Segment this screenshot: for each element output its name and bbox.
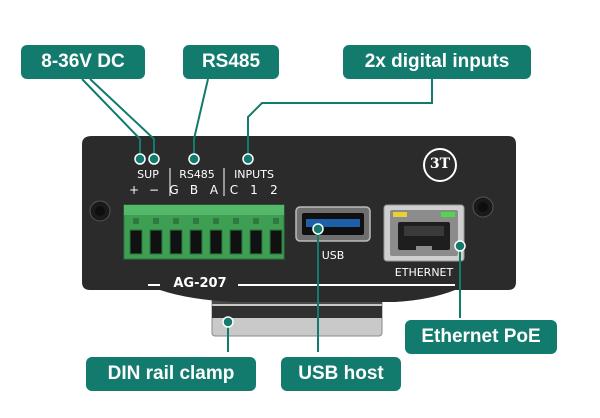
callout-power: 8-36V DC <box>21 45 145 79</box>
pin-label-2: 2 <box>270 183 278 197</box>
terminal-slot <box>269 229 283 255</box>
terminal-slot <box>209 229 223 255</box>
terminal-screw <box>173 218 179 224</box>
callout-digital-inputs: 2x digital inputs <box>343 45 531 79</box>
pin-label-minus: − <box>148 183 160 197</box>
callout-ethernet-poe: Ethernet PoE <box>405 320 557 354</box>
group-label-inputs: INPUTS <box>234 168 274 181</box>
terminal-slot <box>129 229 143 255</box>
terminal-screw <box>153 218 159 224</box>
pin-label-plus: + <box>128 183 140 197</box>
pin-label-b: B <box>189 183 199 197</box>
right-screw <box>472 196 494 218</box>
left-screw <box>89 200 111 222</box>
terminal-slot <box>169 229 183 255</box>
callout-rs485: RS485 <box>183 45 279 79</box>
ethernet-port <box>383 204 465 262</box>
terminal-block <box>123 204 285 260</box>
model-label: AG-207 <box>173 276 227 291</box>
group-label-rs485: RS485 <box>179 168 215 181</box>
terminal-screw <box>193 218 199 224</box>
pin-label-c: C <box>229 183 239 197</box>
usb-port <box>295 206 371 242</box>
logo-text: 3T <box>429 156 451 172</box>
ethernet-led-yellow <box>393 212 407 217</box>
terminal-screw <box>213 218 219 224</box>
pin-label-g: G <box>169 183 179 197</box>
terminal-screw <box>273 218 279 224</box>
terminal-slot <box>229 229 243 255</box>
terminal-slot <box>249 229 263 255</box>
leader-dots <box>134 153 466 328</box>
terminal-screw <box>233 218 239 224</box>
callout-usb-host: USB host <box>281 357 401 391</box>
brand-logo <box>423 148 457 182</box>
ethernet-led-green <box>441 212 455 217</box>
pin-label-a: A <box>209 183 219 197</box>
leader-lines <box>81 78 461 352</box>
group-label-sup: SUP <box>137 168 159 181</box>
pin-label-1: 1 <box>250 183 258 197</box>
terminal-slot <box>149 229 163 255</box>
callout-din-rail-clamp: DIN rail clamp <box>86 357 256 391</box>
ethernet-label: ETHERNET <box>394 266 454 279</box>
usb-label: USB <box>321 249 345 262</box>
terminal-screw <box>253 218 259 224</box>
terminal-screw <box>133 218 139 224</box>
terminal-slot <box>189 229 203 255</box>
